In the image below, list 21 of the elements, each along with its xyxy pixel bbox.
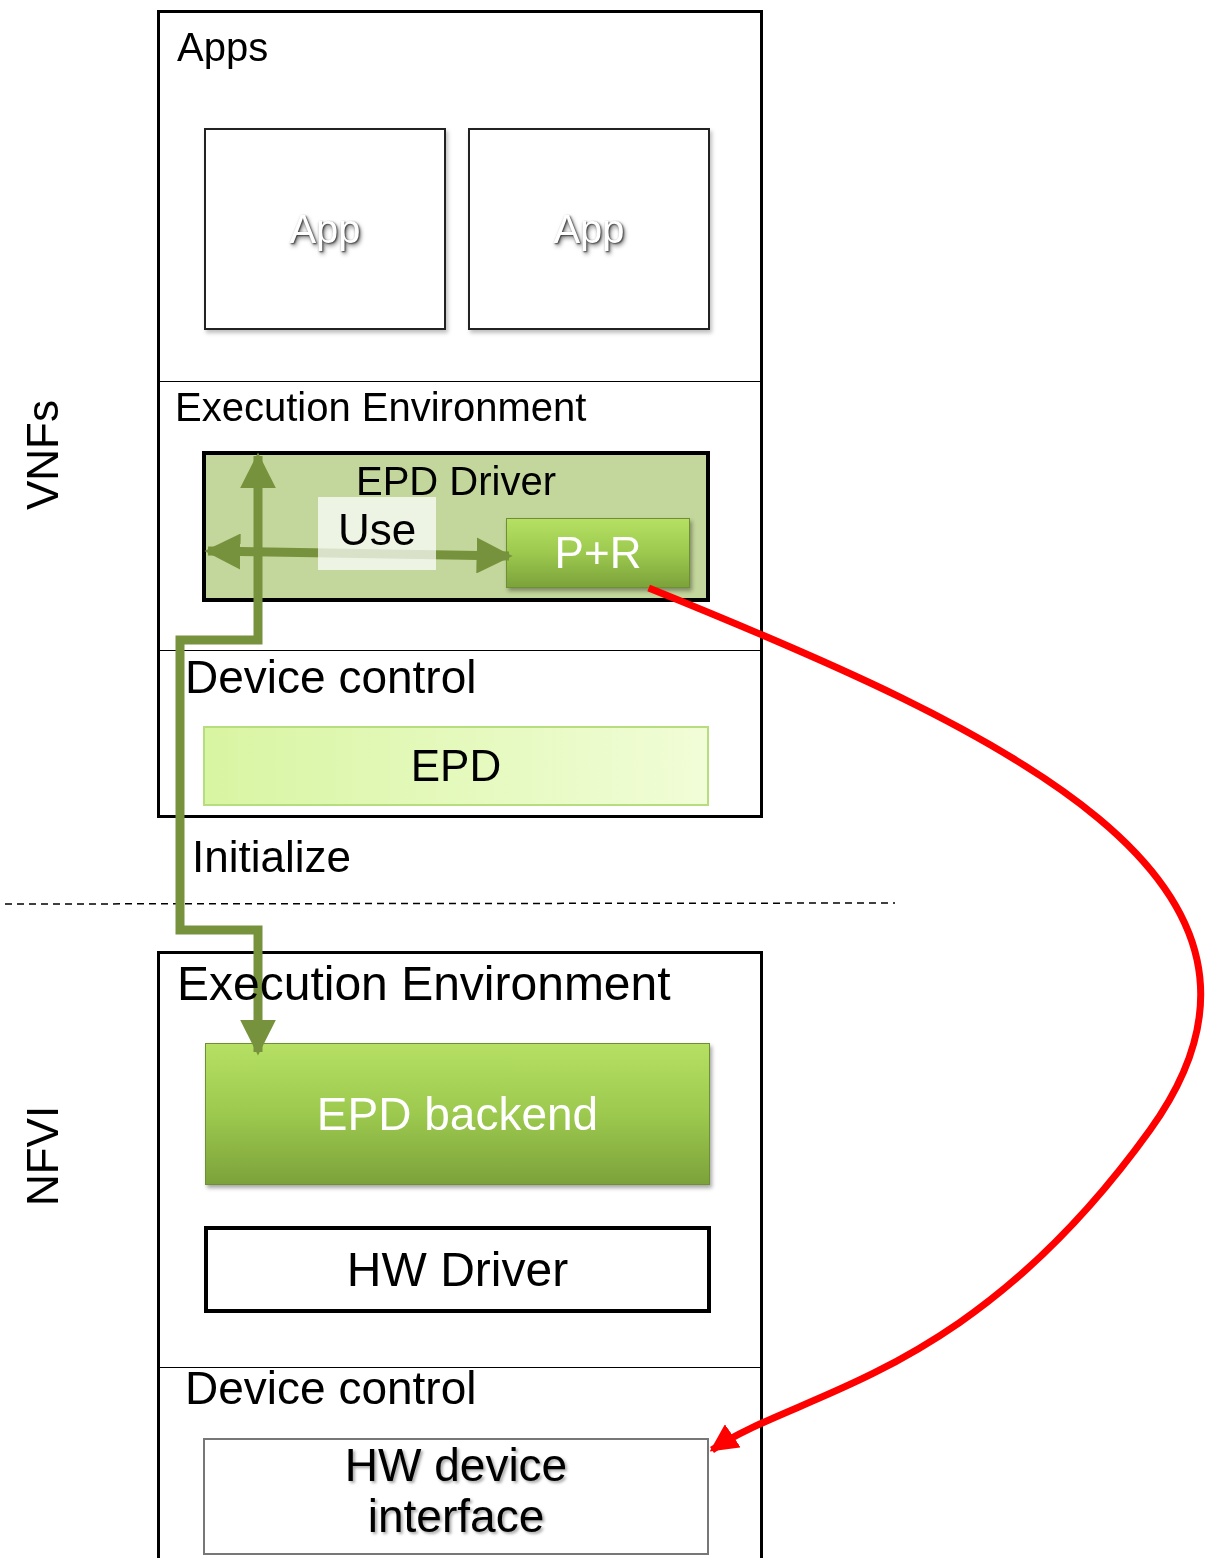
component-label: HW Driver bbox=[346, 1243, 569, 1296]
app-box bbox=[468, 128, 710, 330]
layer-label: NFVI bbox=[18, 1105, 68, 1207]
layer-heading: Apps bbox=[177, 25, 269, 69]
layer-label: VNFs bbox=[18, 400, 68, 510]
component-box bbox=[204, 1226, 711, 1313]
layer-heading: Device control bbox=[185, 1363, 477, 1414]
component-box bbox=[205, 1043, 710, 1185]
component-label: HW device interface bbox=[343, 1440, 569, 1542]
arrow bbox=[647, 584, 1203, 1453]
layer-heading: Execution Environment bbox=[175, 385, 587, 429]
component-box bbox=[203, 726, 709, 806]
component-label: EPD bbox=[410, 741, 502, 791]
layer-heading: Device control bbox=[185, 652, 477, 703]
interface-box bbox=[203, 1438, 709, 1555]
app-box bbox=[204, 128, 446, 330]
component-label: P+R bbox=[554, 528, 642, 578]
edge-label: Use bbox=[318, 497, 437, 570]
component-box bbox=[506, 518, 690, 588]
component-label: EPD backend bbox=[316, 1088, 599, 1140]
layer-section bbox=[160, 1367, 760, 1558]
